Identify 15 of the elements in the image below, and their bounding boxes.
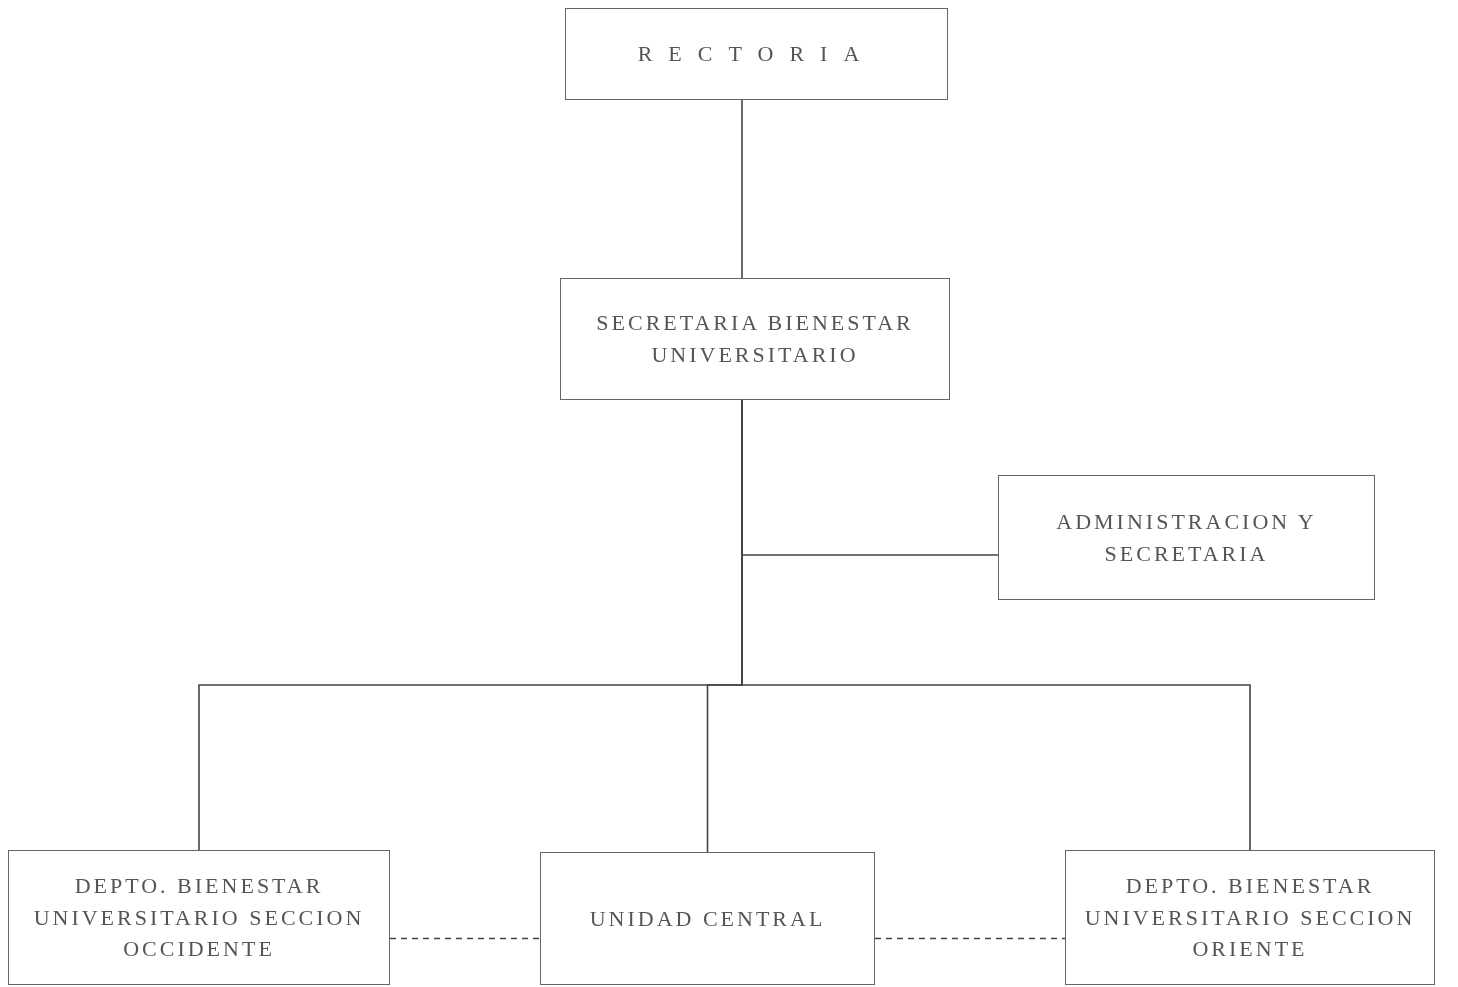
unit-name: UNIDAD CENTRAL bbox=[589, 904, 826, 933]
org-box bbox=[560, 278, 950, 400]
connector-line bbox=[741, 99, 743, 279]
unit-name: ADMINISTRACION Y SECRETARIA bbox=[1055, 507, 1318, 568]
dashed-connector bbox=[874, 937, 1066, 940]
org-box bbox=[565, 8, 948, 100]
org-box bbox=[998, 475, 1375, 600]
unit-name: DEPTO. BIENESTAR UNIVERSITARIO SECCION ORIENTE bbox=[1083, 871, 1417, 964]
unit-name: RECTORIA bbox=[637, 40, 876, 69]
org-box bbox=[1065, 850, 1435, 985]
unit-name: SECRETARIA BIENESTAR UNIVERSITARIO bbox=[595, 309, 915, 369]
org-box bbox=[540, 852, 875, 985]
org-box bbox=[8, 850, 390, 985]
dashed-connector bbox=[389, 937, 541, 940]
unit-name: DEPTO. BIENESTAR UNIVERSITARIO SECCION OCCIDENTE bbox=[32, 871, 366, 964]
